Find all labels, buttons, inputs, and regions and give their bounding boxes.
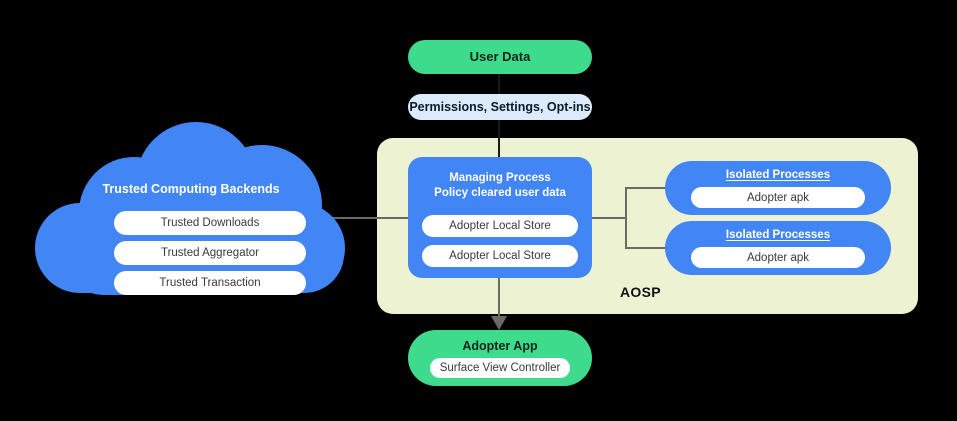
connector-permissions-to-managingprocess	[498, 120, 500, 157]
connector-cloud-to-managingprocess	[324, 217, 408, 219]
trusted-computing-backends-node[interactable]: Trusted Computing Backends Trusted Downl…	[36, 138, 346, 308]
trusted-backends-service-1[interactable]: Trusted Aggregator	[114, 241, 306, 265]
connector-managingprocess-branch-stem	[592, 217, 626, 219]
managing-process-node[interactable]: Managing Process Policy cleared user dat…	[408, 157, 592, 278]
permissions-settings-optins-node[interactable]: Permissions, Settings, Opt-ins	[408, 94, 592, 120]
isolated-process-title-0: Isolated Processes	[725, 169, 831, 181]
connector-branch-to-isolated-1	[625, 187, 666, 189]
isolated-process-node-0[interactable]: Isolated Processes Adopter apk	[665, 161, 891, 215]
isolated-process-title-1: Isolated Processes	[725, 229, 831, 241]
connector-branch-to-isolated-2	[625, 247, 666, 249]
connector-managingprocess-to-adopterapp	[498, 278, 500, 322]
adopter-app-node[interactable]: Adopter App Surface View Controller	[408, 330, 592, 386]
managing-process-title-line-2: Policy cleared user data	[434, 186, 566, 199]
trusted-backends-title: Trusted Computing Backends	[102, 182, 280, 196]
user-data-node[interactable]: User Data	[408, 40, 592, 74]
managing-process-title-line-1: Managing Process	[449, 172, 551, 184]
trusted-backends-service-0[interactable]: Trusted Downloads	[114, 211, 306, 235]
managing-process-title: Managing Process Policy cleared user dat…	[408, 171, 592, 200]
adopter-app-title: Adopter App	[462, 339, 538, 353]
aosp-label: AOSP	[620, 284, 661, 300]
adopter-local-store-1[interactable]: Adopter Local Store	[422, 245, 578, 267]
connector-branch-vertical	[625, 187, 627, 249]
isolated-process-node-1[interactable]: Isolated Processes Adopter apk	[665, 221, 891, 275]
surface-view-controller[interactable]: Surface View Controller	[430, 358, 570, 378]
trusted-backends-service-2[interactable]: Trusted Transaction	[114, 271, 306, 295]
adopter-apk-1[interactable]: Adopter apk	[691, 247, 865, 268]
connector-userdata-to-permissions	[498, 74, 500, 94]
adopter-local-store-0[interactable]: Adopter Local Store	[422, 215, 578, 237]
adopter-apk-0[interactable]: Adopter apk	[691, 187, 865, 208]
